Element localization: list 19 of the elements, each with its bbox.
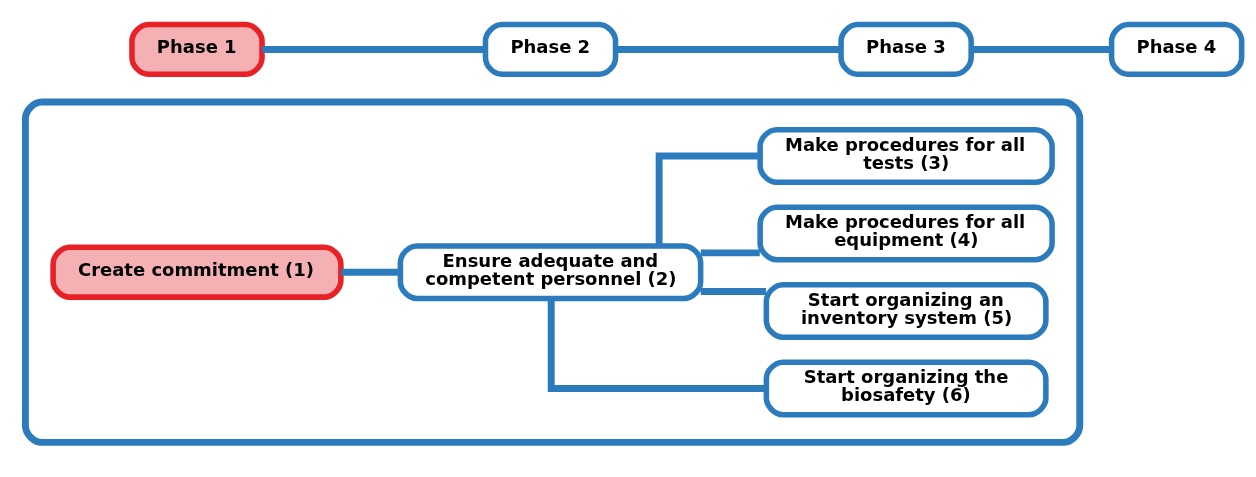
- node-box: Start organizing an inventory system (5): [763, 281, 1049, 340]
- connector: [700, 248, 760, 256]
- connector: [341, 268, 401, 276]
- node-box: Phase 3: [838, 21, 974, 77]
- connector: [615, 45, 841, 53]
- node-box: Phase 1: [129, 21, 265, 77]
- node-box: Make procedures for all equipment (4): [757, 203, 1055, 262]
- node-box: Make procedures for all tests (3): [757, 126, 1055, 185]
- node-box: Create commitment (1): [50, 244, 344, 300]
- node-box: Phase 2: [482, 21, 619, 77]
- connector: [971, 45, 1112, 53]
- node-box: Ensure adequate and competent personnel (2): [397, 242, 704, 301]
- node-box: Phase 4: [1108, 21, 1245, 77]
- connector: [700, 287, 766, 295]
- connector: [547, 298, 767, 392]
- node-box: Start organizing the biosafety (6): [763, 358, 1049, 417]
- connector: [262, 45, 486, 53]
- cluster: [21, 98, 1084, 446]
- connector: [655, 152, 760, 246]
